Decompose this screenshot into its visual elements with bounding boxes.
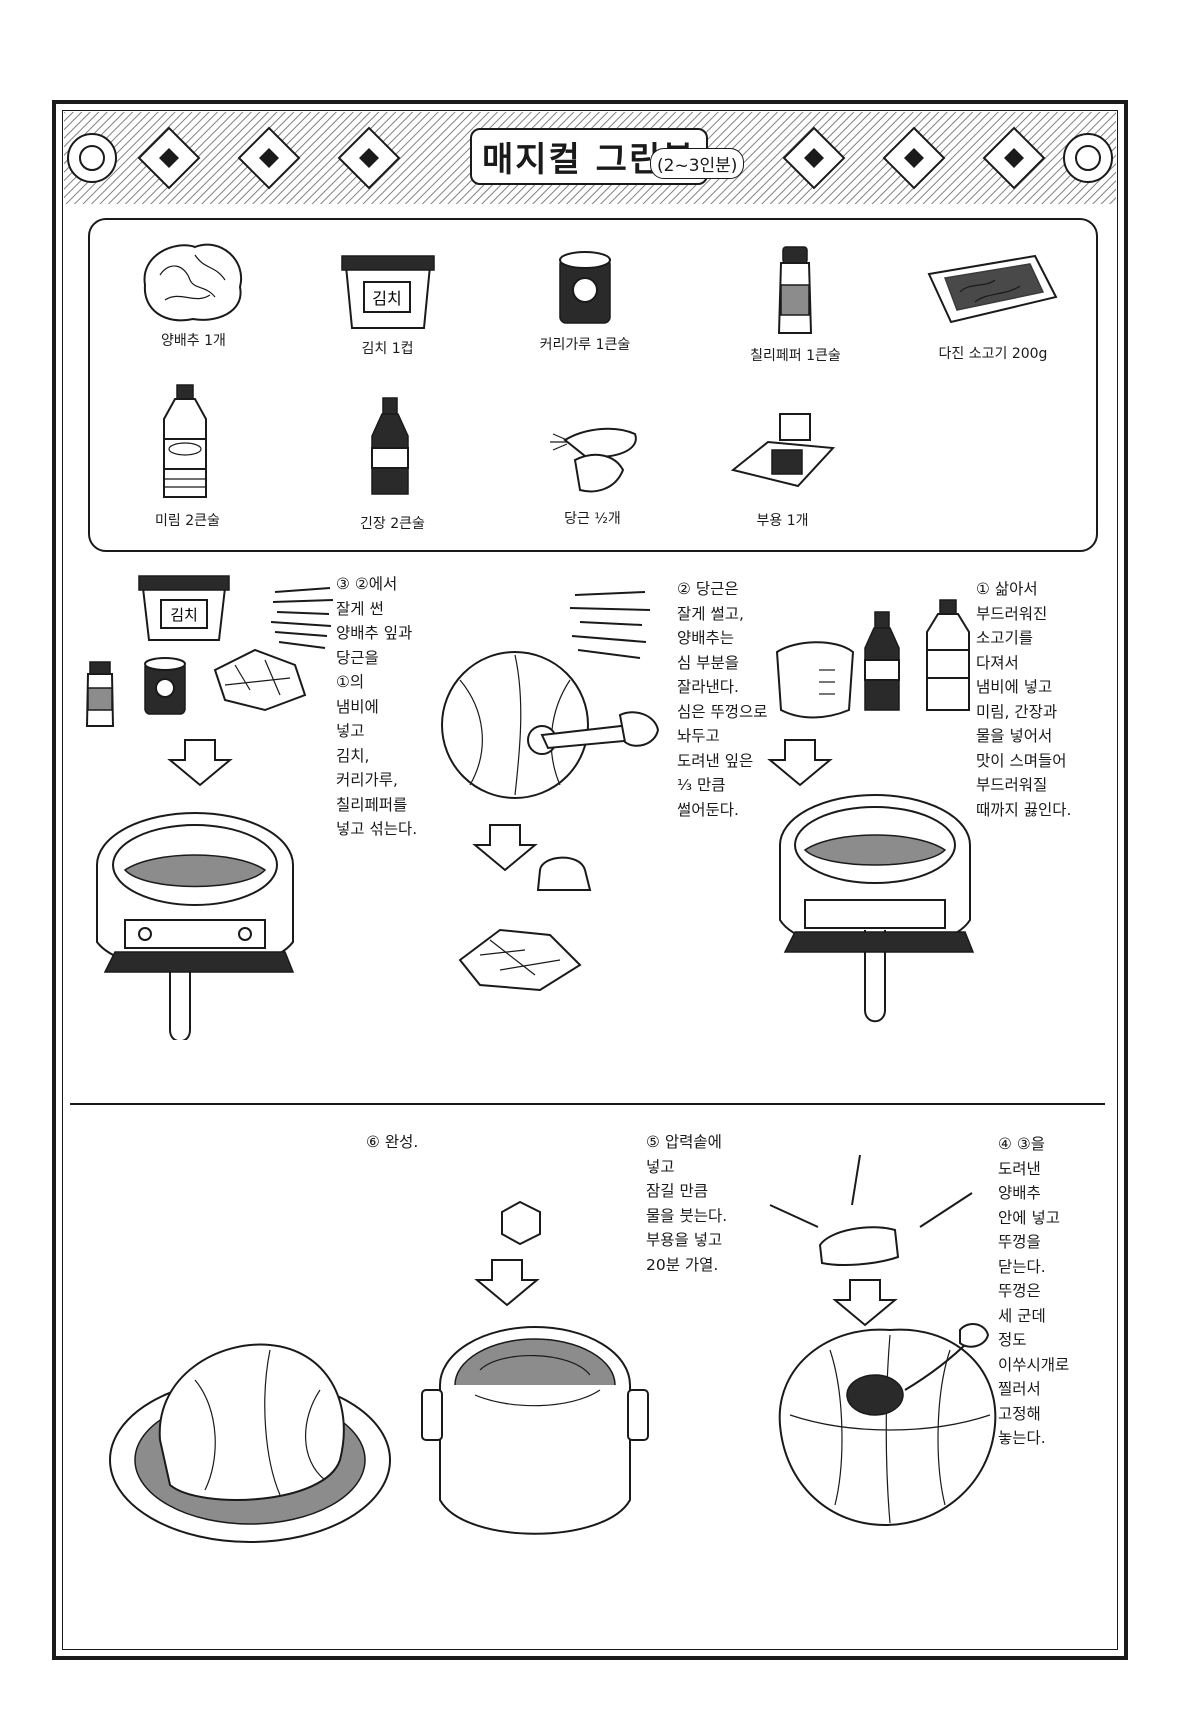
section-divider: [70, 1103, 1105, 1105]
ingredient-label-soy-sauce: 긴장 2큰술: [360, 516, 425, 532]
ingredient-label-carrot: 당근 ½개: [564, 511, 621, 527]
ingredient-label-cabbage: 양배추 1개: [161, 333, 226, 349]
step3-illustration: 김치: [85, 575, 334, 1040]
bouillon-cube-icon: [730, 413, 836, 488]
ground-beef-tray-icon: [927, 254, 1058, 324]
step2-instructions: ② 당근은 잘게 썰고, 양배추는 심 부분을 잘라낸다. 심은 뚜껑으로 놔두…: [677, 580, 768, 819]
finished-dish-illustration: [109, 1343, 391, 1543]
page-frame-inner: [62, 110, 1118, 1650]
ingredient-label-ground-beef: 다진 소고기 200g: [938, 346, 1048, 362]
svg-text:김치: 김치: [170, 606, 198, 624]
cabbage-icon: [143, 243, 243, 322]
ingredient-label-kimchi: 김치 1컵: [361, 341, 414, 357]
ingredient-label-curry-powder: 커리가루 1큰술: [539, 337, 631, 353]
serving-size: (2~3인분): [650, 148, 745, 179]
ingredient-label-chili-pepper: 칠리페퍼 1큰술: [750, 348, 841, 364]
step2-illustration: [441, 591, 660, 992]
step6-instructions: ⑥ 완성.: [366, 1133, 419, 1151]
ingredient-label-bouillon: 부용 1개: [756, 513, 809, 529]
svg-text:김치: 김치: [372, 289, 401, 308]
ingredient-label-mirin: 미림 2큰술: [155, 513, 220, 529]
step3-instructions: ③ ②에서 잘게 썬 양배추 잎과 당근을 ①의 냄비에 넣고 김치, 커리가루…: [336, 575, 418, 838]
mirin-bottle-icon: [163, 384, 207, 498]
kimchi-container-icon: 김치: [341, 255, 435, 329]
step4-instructions: ④ ③을 도려낸 양배추 안에 넣고 뚜껑을 닫는다. 뚜껑은 세 군데 정도 …: [998, 1135, 1070, 1447]
step5-instructions: ⑤ 압력솥에 넣고 잠길 만큼 물을 붓는다. 부용을 넣고 20분 가열.: [646, 1133, 728, 1274]
page-frame: [52, 100, 1128, 1660]
carrot-icon: [550, 427, 637, 493]
step1-instructions: ① 삶아서 부드러워진 소고기를 다져서 냄비에 넣고 미림, 간장과 물을 넣…: [976, 580, 1072, 819]
soy-sauce-bottle-icon: [371, 397, 409, 495]
curry-powder-can-icon: [559, 251, 611, 324]
chili-pepper-bottle-icon: [777, 246, 813, 334]
step1-illustration: [767, 599, 975, 1023]
ingredients-panel: [88, 218, 1098, 552]
step4-illustration: [769, 1154, 997, 1527]
step5-illustration: [421, 1200, 649, 1535]
